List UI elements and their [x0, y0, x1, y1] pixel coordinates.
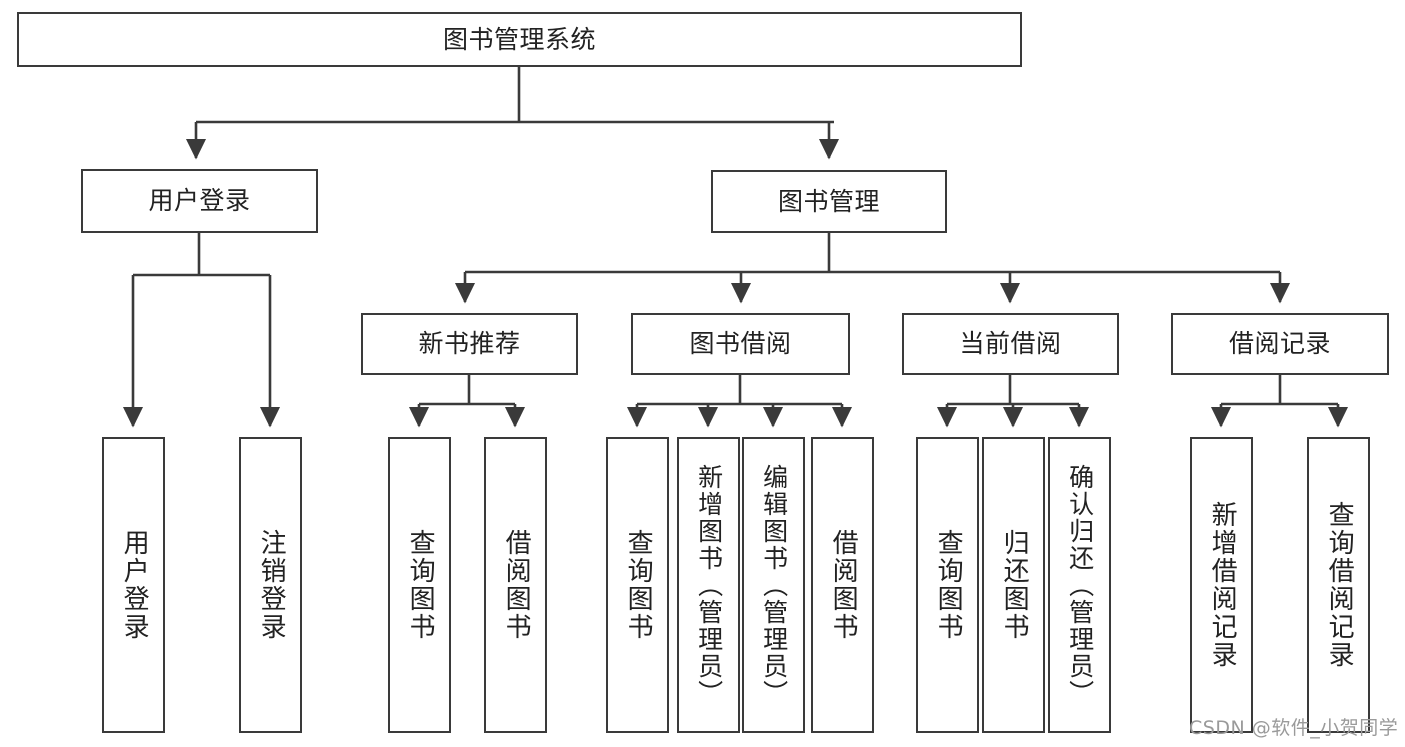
node-label: 图书借阅	[689, 329, 792, 359]
node-book-manage[interactable]: 图书管理	[711, 170, 947, 233]
leaf-borrow-book[interactable]: 借阅图书	[811, 437, 874, 733]
node-label: 借阅图书	[501, 529, 532, 641]
leaf-add-book[interactable]: 新增图书（管理员）	[677, 437, 740, 733]
leaf-add-borrow-record[interactable]: 新增借阅记录	[1190, 437, 1253, 733]
node-borrow-record[interactable]: 借阅记录	[1171, 313, 1389, 375]
leaf-return-book[interactable]: 归还图书	[982, 437, 1045, 733]
leaf-user-login[interactable]: 用户登录	[102, 437, 165, 733]
node-label: 图书管理系统	[442, 24, 596, 54]
node-label: 确认归还（管理员）	[1065, 463, 1095, 707]
node-label: 查询借阅记录	[1324, 501, 1355, 669]
node-label: 新增图书（管理员）	[694, 463, 724, 707]
leaf-edit-book[interactable]: 编辑图书（管理员）	[742, 437, 805, 733]
node-label: 图书管理	[777, 186, 880, 216]
leaf-query-book-current[interactable]: 查询图书	[916, 437, 979, 733]
leaf-confirm-return[interactable]: 确认归还（管理员）	[1048, 437, 1111, 733]
node-label: 归还图书	[999, 529, 1030, 641]
node-label: 当前借阅	[959, 329, 1062, 359]
node-book-borrow[interactable]: 图书借阅	[631, 313, 850, 375]
node-current-borrow[interactable]: 当前借阅	[902, 313, 1119, 375]
node-label: 用户登录	[148, 186, 251, 216]
leaf-query-book-borrow[interactable]: 查询图书	[606, 437, 669, 733]
node-label: 借阅图书	[828, 529, 859, 641]
node-label: 新增借阅记录	[1207, 501, 1238, 669]
node-root-system[interactable]: 图书管理系统	[17, 12, 1022, 67]
leaf-borrow-book-recommend[interactable]: 借阅图书	[484, 437, 547, 733]
node-user-login[interactable]: 用户登录	[81, 169, 318, 233]
node-label: 编辑图书（管理员）	[759, 463, 789, 707]
leaf-query-borrow-record[interactable]: 查询借阅记录	[1307, 437, 1370, 733]
leaf-logout-login[interactable]: 注销登录	[239, 437, 302, 733]
node-label: 借阅记录	[1228, 329, 1331, 359]
node-label: 查询图书	[623, 529, 654, 641]
node-label: 查询图书	[933, 529, 964, 641]
node-label: 新书推荐	[418, 329, 521, 359]
node-label: 查询图书	[405, 529, 436, 641]
leaf-query-book-recommend[interactable]: 查询图书	[388, 437, 451, 733]
node-new-book-recommend[interactable]: 新书推荐	[361, 313, 578, 375]
node-label: 用户登录	[119, 529, 150, 641]
node-label: 注销登录	[256, 529, 287, 641]
